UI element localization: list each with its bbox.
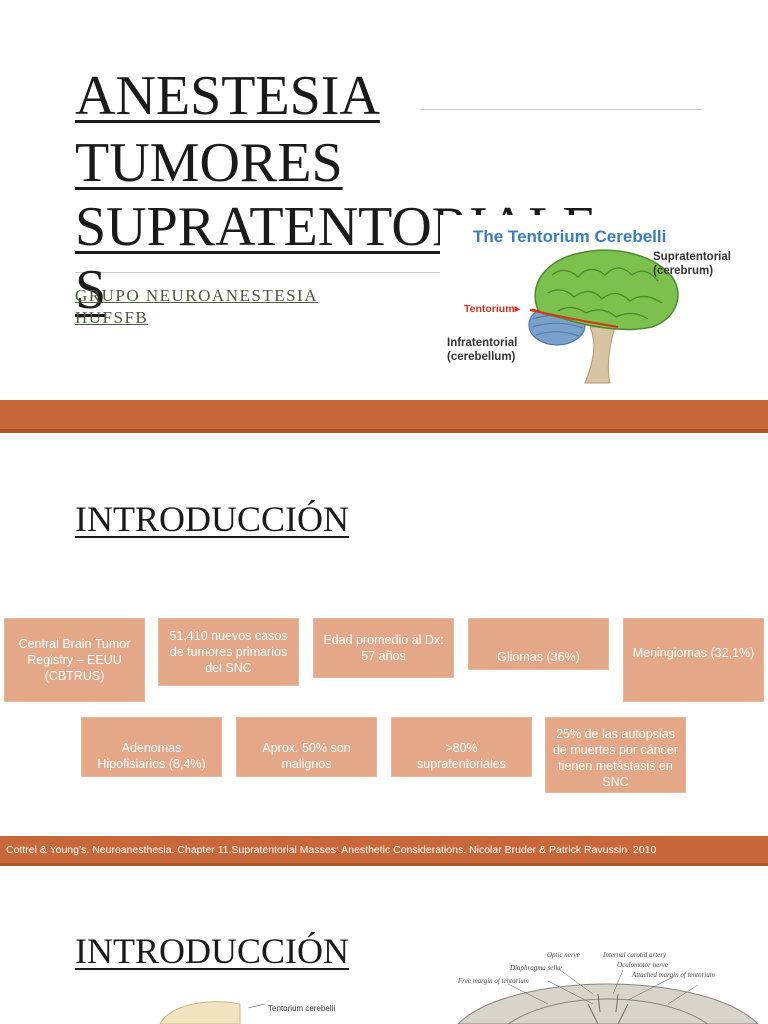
label-supratentorial-line-2: (cerebrum) [653, 265, 714, 277]
title-rule-top [420, 109, 702, 110]
slide-separator-band [0, 400, 768, 433]
info-box: Central Brain Tumor Registry – EEUU (CBT… [4, 618, 145, 702]
title-line-1: ANESTESIA [75, 65, 380, 127]
info-box: Meningiomas (32,1%) [623, 618, 764, 702]
label-infratentorial-line-1: Infratentorial [447, 337, 518, 349]
info-box: >80% supratentoriales [391, 717, 532, 777]
brain-illustration [528, 249, 679, 384]
title-slide: ANESTESIA TUMORES SUPRATENTORIALE S GRUP… [0, 0, 768, 400]
label-tentorium: Tentorium▸ [464, 302, 520, 316]
label-optic-nerve: Optic nerve [547, 951, 580, 959]
label-free-margin: Free margin of tentorium [458, 977, 529, 985]
info-box: 51,410 nuevos casos de tumores primarios… [158, 618, 299, 686]
info-box: Adenomas Hipofisiarios (8,4%) [81, 717, 222, 777]
citation-text: Cottrel & Young’s. Neuroanesthesia. Chap… [6, 844, 657, 856]
subtitle: GRUPO NEUROANESTESIA HUFSFB [75, 285, 318, 329]
label-oculomotor-nerve: Oculomotor nerve [617, 961, 669, 969]
info-box: Edad promedio al Dx: 57 años [313, 618, 454, 678]
label-diaphragma-sellae: Diaphragma sellæ [510, 964, 562, 972]
label-infratentorial-line-2: (cerebellum) [447, 351, 516, 363]
info-box: 25% de las autopsias de muertes por cánc… [545, 717, 686, 793]
slide3-heading: INTRODUCCIÓN [75, 931, 349, 971]
label-infratentorial: Infratentorial (cerebellum) [447, 336, 517, 364]
figure-title: The Tentorium Cerebelli [473, 227, 667, 246]
arrow-right-icon: ▸ [514, 303, 520, 315]
label-tentorium-text: Tentorium [464, 303, 515, 315]
label-attached-margin: Attached margin of tentorium [632, 971, 715, 979]
label-supratentorial-line-1: Supratentorial [653, 251, 731, 263]
subtitle-line-1: GRUPO NEUROANESTESIA [75, 286, 318, 305]
citation-band: Cottrel & Young’s. Neuroanesthesia. Chap… [0, 836, 768, 866]
title-line-2: TUMORES [75, 132, 343, 194]
label-internal-carotid: Internal carotid artery [603, 951, 667, 959]
skull-illustration [159, 1001, 266, 1024]
info-box: Gliomas (36%) [468, 618, 609, 670]
skull-base-illustration [457, 969, 759, 1024]
label-tentorium-cerebelli: Tentorium cerebelli [268, 1004, 336, 1013]
slide2-heading: INTRODUCCIÓN [75, 499, 349, 539]
subtitle-line-2: HUFSFB [75, 308, 149, 327]
label-supratentorial: Supratentorial (cerebrum) [653, 250, 731, 278]
title-rule-bottom [75, 272, 702, 273]
title-line-4: S [75, 259, 107, 321]
info-box: Aprox. 50% son malignos [236, 717, 377, 777]
tentorium-figure: The Tentorium Cerebelli Supratentorial (… [440, 215, 768, 390]
